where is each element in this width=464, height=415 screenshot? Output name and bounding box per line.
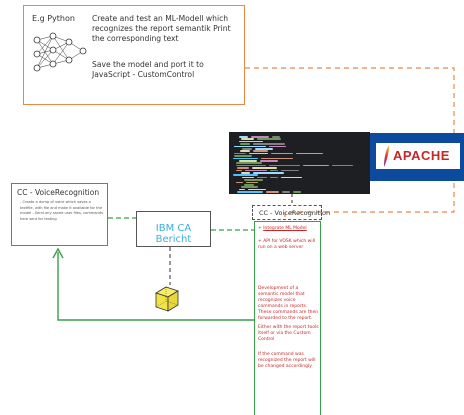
create-model-text: Create and test an ML-Modell which recog… (92, 14, 231, 43)
code-line (234, 155, 252, 157)
code-line (257, 176, 267, 179)
arrowhead-left-box (52, 247, 64, 259)
neural-network-icon (33, 32, 87, 72)
code-line (234, 152, 246, 155)
apache-logo: APACHE (370, 133, 464, 181)
code-line (237, 167, 249, 169)
code-line (296, 152, 323, 155)
code-line (272, 136, 280, 138)
code-line (239, 160, 257, 162)
connector-cc-to-left (57, 252, 254, 321)
code-line (269, 145, 286, 148)
code-line (244, 184, 254, 186)
voice-recognition-title-box: CC - VoiceRecognition (252, 205, 330, 220)
code-screenshot (229, 132, 370, 194)
apache-feather-icon (384, 145, 389, 167)
ibm-ca-report-box: IBM CA Bericht (136, 211, 211, 247)
code-line (240, 143, 250, 145)
code-line (236, 169, 242, 172)
code-line (249, 152, 268, 155)
ibm-label: IBM CA Bericht (155, 223, 192, 245)
code-line (240, 150, 250, 152)
code-line (271, 152, 293, 155)
voice-recognition-panel: + Integrate ML Model + API for VOSK whic… (254, 221, 321, 415)
code-line (270, 176, 278, 179)
cc-paragraph-result: If the command was recognized the report… (258, 352, 316, 369)
code-line (332, 164, 353, 167)
code-line (266, 191, 279, 193)
code-line (282, 191, 290, 193)
cc-item-ml: + Integrate ML Model (258, 226, 307, 231)
integrate-ml-link: Integrate ML Model (263, 226, 307, 231)
code-line (257, 138, 281, 140)
code-line (241, 172, 250, 174)
cc-box-title: CC - VoiceRecognition (259, 209, 331, 217)
code-line (261, 157, 293, 160)
code-line (233, 174, 258, 176)
left-box-notes: - Create a dump of voice which saves a t… (20, 200, 103, 221)
apache-label: APACHE (393, 148, 450, 163)
code-line (242, 176, 254, 179)
code-line (244, 179, 263, 181)
code-line (255, 148, 273, 150)
code-line (242, 148, 252, 150)
code-line (303, 164, 329, 167)
cc-paragraph-semantic: Development of a semantic model that rec… (258, 286, 319, 321)
code-line (241, 186, 258, 188)
code-line (233, 157, 258, 160)
code-line (236, 164, 266, 167)
connector-top-to-apache (245, 67, 455, 232)
voice-recognition-box-left: CC - VoiceRecognition - Create a dump of… (11, 183, 108, 246)
code-line (246, 181, 258, 184)
code-line (245, 169, 267, 172)
python-tag: E.g Python (32, 14, 75, 23)
code-line (293, 191, 301, 193)
code-line (251, 136, 269, 138)
code-line (241, 138, 254, 140)
code-line (239, 140, 263, 143)
code-line (269, 164, 300, 167)
code-line (281, 169, 299, 172)
code-line (252, 167, 277, 169)
python-model-box: E.g Python Create and test an ML-Modell … (23, 5, 245, 105)
cc-item-api: + API for VOSK which will run on a web s… (258, 239, 316, 250)
code-line (253, 143, 285, 145)
code-line (236, 181, 243, 184)
code-line (239, 136, 248, 138)
left-box-title: CC - VoiceRecognition (17, 188, 100, 197)
code-line (260, 160, 278, 162)
save-model-text: Save the model and port it to JavaScript… (92, 60, 204, 79)
code-line (239, 188, 245, 191)
code-line (253, 172, 284, 174)
code-line (253, 150, 268, 152)
cube-icon (155, 286, 179, 312)
code-line (281, 176, 302, 179)
code-line (237, 191, 263, 193)
code-line (234, 145, 266, 148)
code-line (248, 188, 266, 191)
code-line (236, 162, 262, 164)
code-line (270, 169, 278, 172)
cc-paragraph-tools: Either with the report tools itself or v… (258, 325, 319, 342)
